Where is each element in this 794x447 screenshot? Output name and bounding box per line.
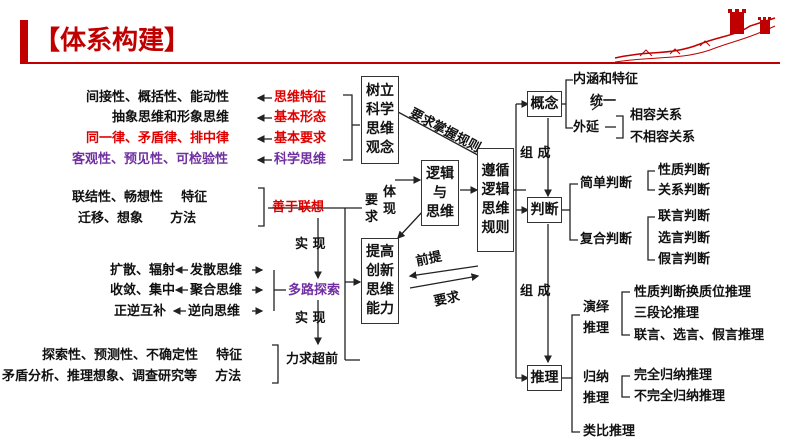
- convergent-desc: 收敛、集中: [110, 283, 176, 298]
- title-underline: [20, 62, 780, 64]
- connotation-label: 内涵和特征: [573, 72, 639, 87]
- simple-item-property: 性质判断: [658, 163, 711, 178]
- reverse-thinking: 逆向思维: [188, 304, 241, 319]
- basic-form-tag: 基本形态: [274, 110, 327, 125]
- requirement-vertical-label: 要 求: [364, 193, 378, 225]
- simple-judgment: 简单判断: [580, 176, 633, 191]
- basic-requirement-desc: 同一律、矛盾律、排中律: [86, 131, 230, 146]
- multi-path-exploration-tag: 多路探索: [288, 283, 341, 298]
- embody-vertical-label: 体 现: [382, 185, 396, 217]
- compose-label-1: 组 成: [520, 146, 551, 161]
- inductive-item-2: 不完全归纳推理: [634, 389, 726, 404]
- analogy-inference: 类比推理: [583, 424, 636, 439]
- thought-feature-tag: 思维特征: [274, 90, 327, 105]
- simple-item-relation: 关系判断: [658, 183, 711, 198]
- good-at-association-tag: 善于联想: [272, 200, 325, 215]
- compound-item-disjunctive: 选言判断: [658, 231, 711, 246]
- association-feature: 联结性、畅想性 特征: [72, 190, 208, 205]
- thought-feature-desc: 间接性、概括性、能动性: [86, 90, 230, 105]
- compatible-relation: 相容关系: [630, 108, 683, 123]
- beyond-feature: 探索性、预测性、不确定性 特征: [42, 348, 243, 363]
- convergent-thinking: 聚合思维: [190, 283, 243, 298]
- title-accent-bar: [20, 20, 28, 62]
- extension-label: 外延: [573, 120, 600, 135]
- compound-item-hypothetical: 假言判断: [658, 252, 711, 267]
- incompatible-relation: 不相容关系: [630, 130, 696, 145]
- deductive-item-3: 联言、选言、假言推理: [634, 328, 765, 343]
- concept-box: 概念: [527, 91, 562, 117]
- divergent-desc: 扩散、辐射: [110, 263, 176, 278]
- follow-logic-rules-box: 遵循 逻辑 思维 规则: [477, 148, 514, 252]
- page-title: 【体系构建】: [34, 26, 191, 56]
- inductive-item-1: 完全归纳推理: [634, 368, 713, 383]
- basic-requirement-tag: 基本要求: [274, 131, 327, 146]
- scientific-thinking-tag: 科学思维: [274, 152, 327, 167]
- association-method: 迁移、想象 方法: [78, 211, 197, 226]
- realize-label-2: 实 现: [295, 311, 326, 326]
- inference-box: 推理: [527, 365, 562, 391]
- establish-scientific-thinking-box: 树立 科学 思维 观念: [361, 76, 399, 164]
- logic-and-thinking-box: 逻辑 与 思维: [421, 160, 459, 226]
- great-wall-decoration-icon: [614, 9, 776, 63]
- deductive-item-2: 三段论推理: [634, 306, 700, 321]
- realize-label-1: 实 现: [295, 237, 326, 252]
- compose-label-2: 组 成: [520, 284, 551, 299]
- compound-judgment: 复合判断: [580, 232, 633, 247]
- improve-innovative-thinking-box: 提高 创新 思维 能力: [361, 238, 399, 324]
- unity-label: 统一: [590, 94, 617, 109]
- basic-form-desc: 抽象思维和形象思维: [112, 110, 230, 125]
- strive-ahead-tag: 力求超前: [286, 352, 339, 367]
- reverse-desc: 正逆互补: [114, 304, 167, 319]
- divergent-thinking: 发散思维: [190, 263, 243, 278]
- scientific-thinking-desc: 客观性、预见性、可检验性: [72, 152, 229, 167]
- compound-item-conjunctive: 联言判断: [658, 209, 711, 224]
- judgment-box: 判断: [527, 197, 562, 223]
- deductive-item-1: 性质判断换质位推理: [634, 285, 752, 300]
- beyond-method: 矛盾分析、推理想象、调查研究等 方法: [2, 369, 242, 384]
- inductive-inference: 归纳 推理: [583, 370, 610, 406]
- deductive-inference: 演绎 推理: [583, 300, 610, 336]
